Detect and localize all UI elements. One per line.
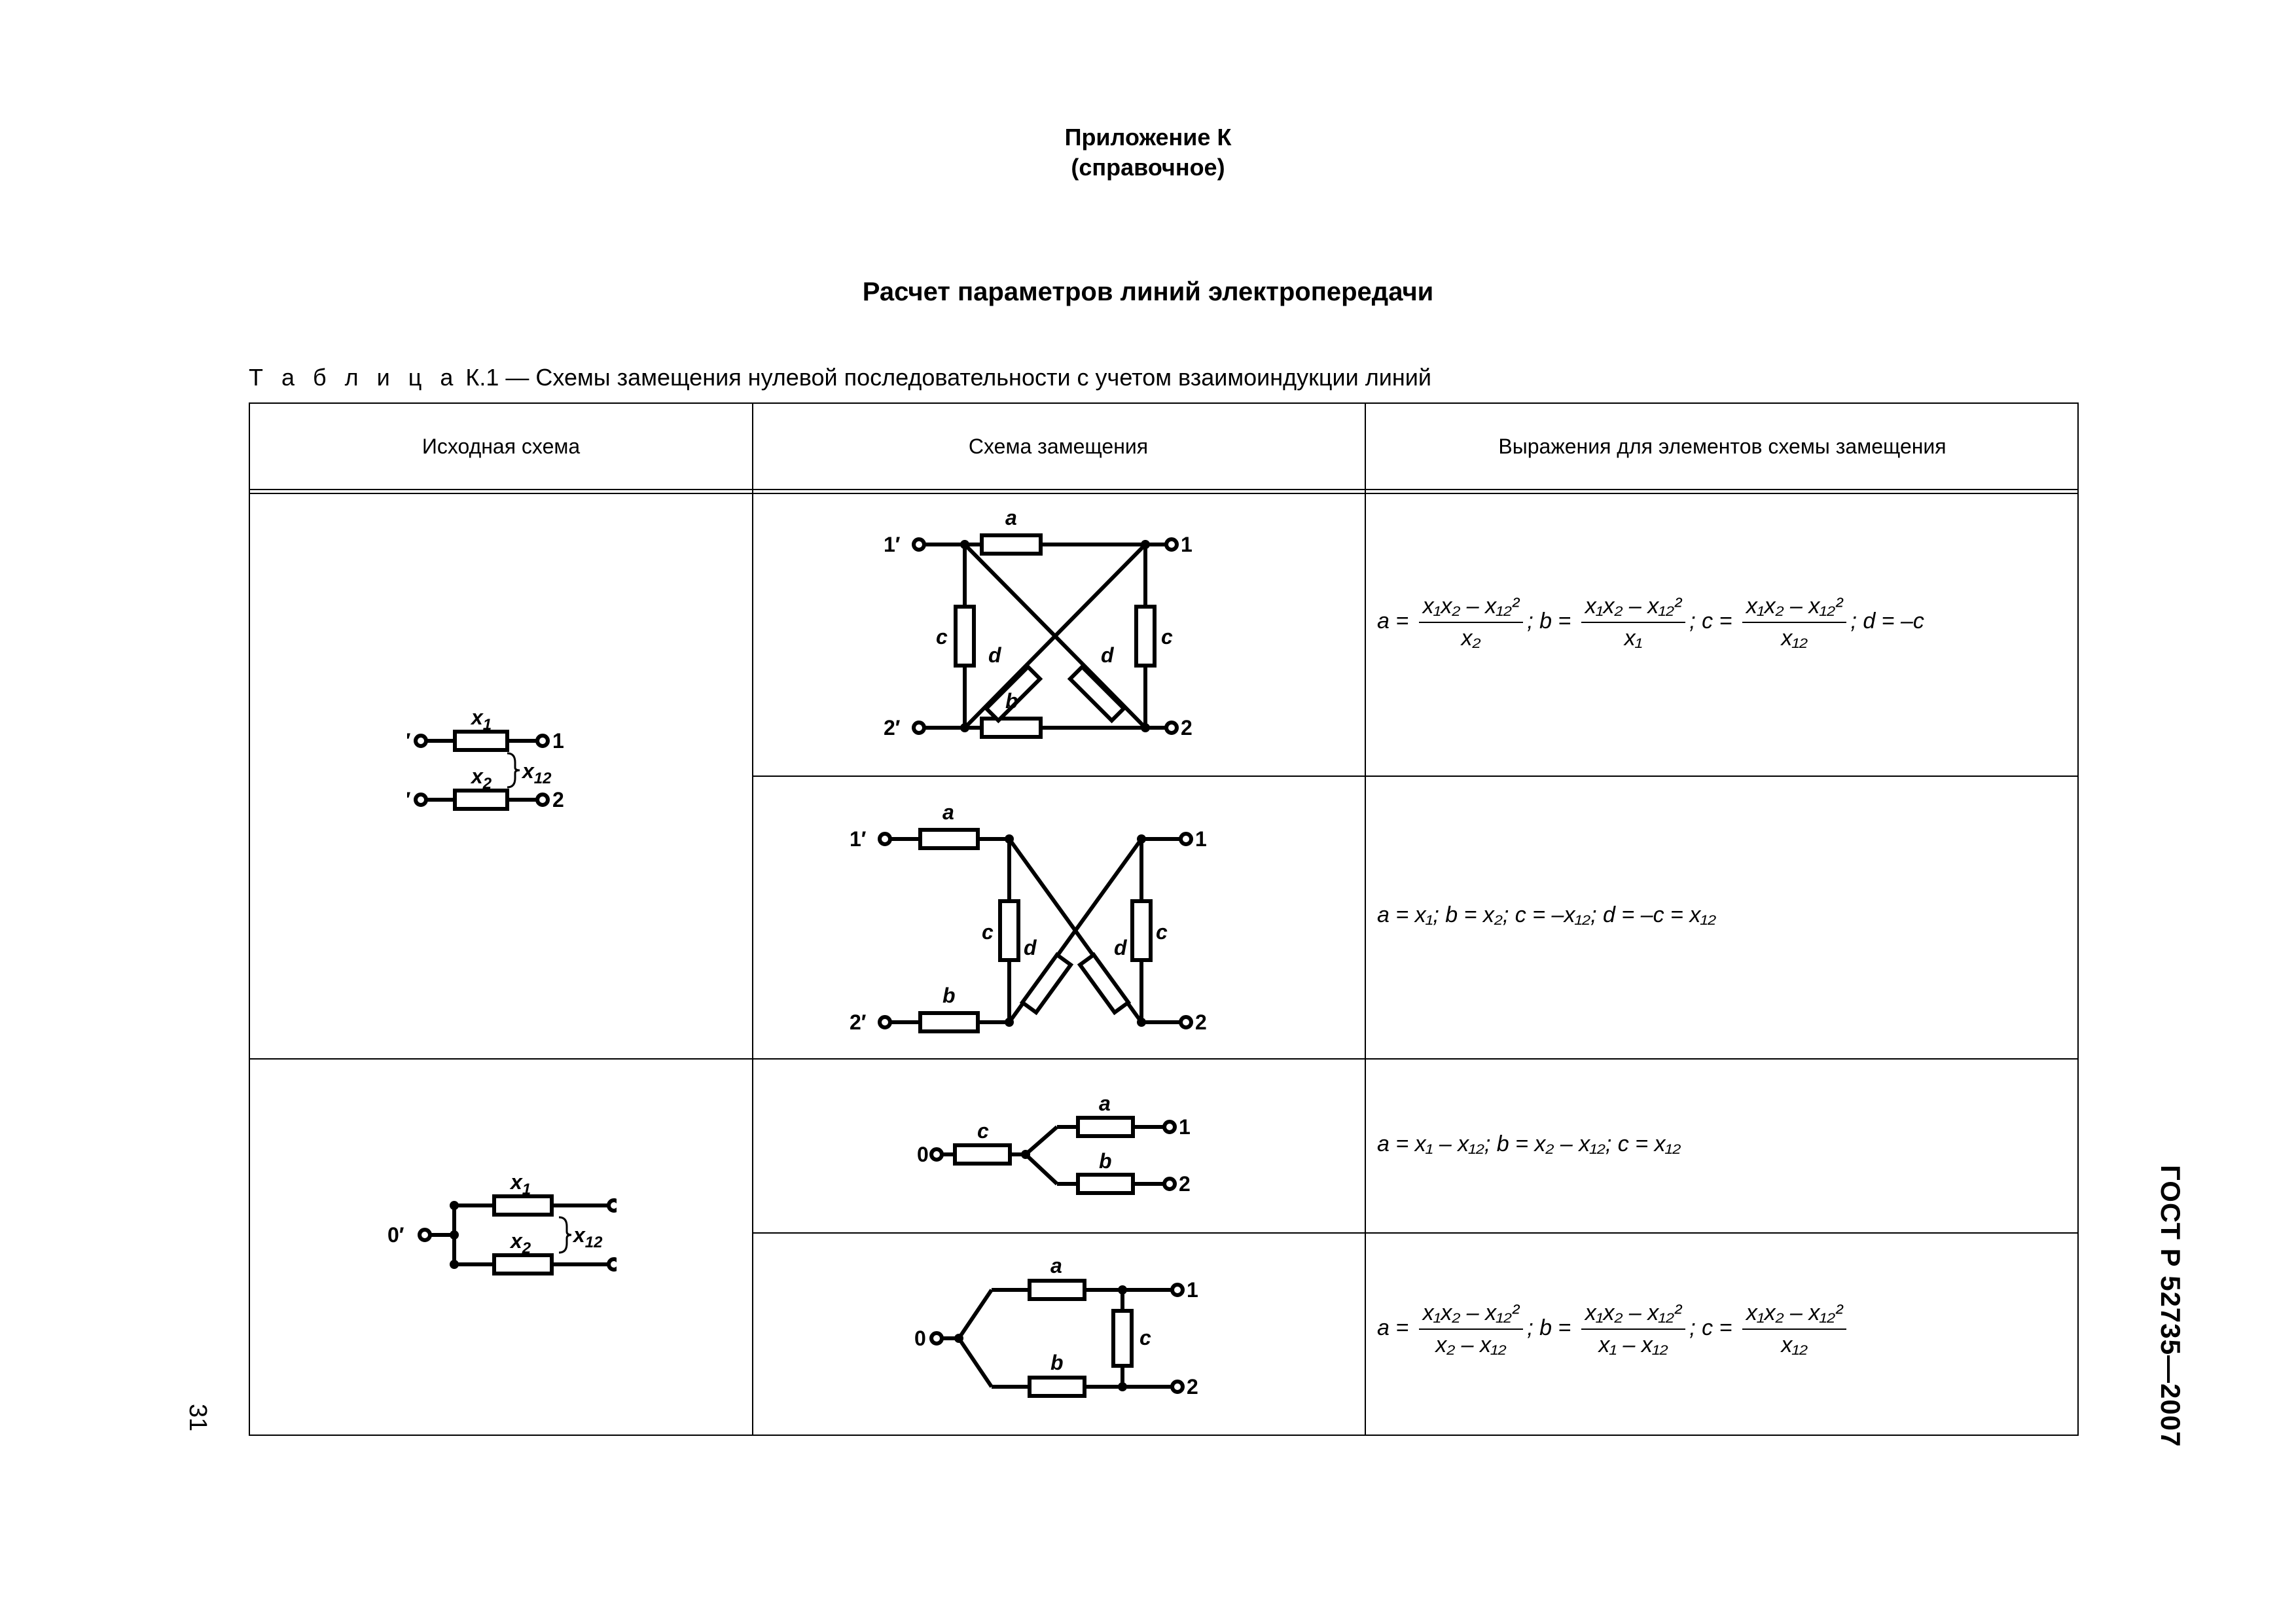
table-row-line [752, 1232, 2077, 1234]
element-label-a: a [1050, 1254, 1062, 1277]
terminal-label: 1 [1181, 533, 1193, 556]
appendix-title: Приложение К [1064, 124, 1232, 151]
element-label-d: d [1114, 936, 1128, 959]
terminal-label: 2 [1187, 1375, 1198, 1399]
page-number: 31 [184, 1404, 211, 1432]
element-label-c: c [936, 625, 948, 649]
terminal-label: 0′ [387, 1223, 404, 1247]
column-header-expressions: Выражения для элементов схемы замещения [1498, 434, 1946, 458]
terminal-label: 1 [552, 729, 564, 753]
expr-text: ; c = [1689, 1315, 1732, 1340]
table-row-line [250, 1058, 2077, 1060]
table-caption-text: К.1 — Схемы замещения нулевой последоват… [465, 364, 1431, 391]
expr-text: a = [1377, 1315, 1409, 1340]
terminal-label: 2 [1195, 1010, 1207, 1034]
expr-text: ; b = [1527, 608, 1571, 633]
table-row-line [752, 776, 2077, 777]
element-label-x12: x12 [572, 1223, 603, 1251]
element-label-b: b [942, 984, 956, 1007]
element-label-b: b [1099, 1149, 1112, 1173]
element-label-b: b [1050, 1351, 1064, 1374]
section-title: Расчет параметров линий электропередачи [862, 277, 1434, 306]
terminal-label: 2′ [850, 1010, 867, 1034]
element-label-a: a [942, 800, 954, 824]
source-scheme-common-node: 0′ 1 2 x1 x2 x12 [381, 1173, 617, 1304]
element-label-c: c [977, 1119, 989, 1143]
terminal-label: 1 [1179, 1115, 1191, 1139]
main-table: Исходная схема Схема замещения Выражения… [249, 402, 2079, 1436]
terminal-label: 1′ [407, 729, 411, 753]
element-label-x2: x2 [470, 764, 492, 793]
element-label-c: c [982, 920, 994, 944]
expr-text: ; d = –c [1850, 608, 1924, 633]
source-scheme-mutual-lines: 1′ 2′ 1 2 x1 x2 x12 [407, 705, 617, 823]
table-divider [1365, 404, 1366, 1435]
equivalent-scheme-star: 0 1 2 c a b [895, 1078, 1222, 1222]
terminal-label: 1 [1195, 827, 1207, 851]
terminal-label: 1′ [884, 533, 901, 556]
appendix-subtitle: (справочное) [1071, 154, 1225, 181]
expr-text: ; c = [1689, 608, 1732, 633]
terminal-label: 0 [917, 1143, 929, 1166]
element-label-x2: x2 [509, 1229, 531, 1257]
element-label-x12: x12 [521, 759, 552, 787]
expr-text: ; b = [1527, 1315, 1571, 1340]
terminal-label: 2′ [407, 788, 411, 812]
table-divider [752, 404, 753, 1435]
gost-code: ГОСТ Р 52735—2007 [2155, 1165, 2186, 1448]
element-label-x1: x1 [509, 1173, 531, 1198]
element-label-c: c [1156, 920, 1168, 944]
element-label-a: a [1099, 1092, 1111, 1115]
table-header-line [250, 493, 2077, 494]
terminal-label: 2 [1181, 716, 1193, 740]
element-label-c: c [1161, 625, 1173, 649]
element-label-d: d [988, 643, 1002, 667]
expression-crossed: a = x₁; b = x₂; c = –x₁₂; d = –c = x₁₂ [1377, 902, 1717, 927]
terminal-label: 2 [1179, 1172, 1191, 1196]
column-header-equivalent: Схема замещения [968, 434, 1149, 458]
element-label-b: b [1005, 689, 1018, 713]
equivalent-scheme-crossed: 1′ 2′ 1 2 a b c c d d [839, 783, 1232, 1058]
expr-text: a = [1377, 608, 1409, 633]
table-header-line [250, 489, 2077, 490]
expression-star: a = x₁ – x₁₂; b = x₂ – x₁₂; c = x₁₂ [1377, 1132, 1681, 1156]
equivalent-scheme-lattice: 1′ 2′ 1 2 a b c c d d [859, 499, 1225, 774]
terminal-label: 2′ [884, 716, 901, 740]
terminal-label: 1′ [850, 827, 867, 851]
element-label-x1: x1 [470, 705, 492, 734]
equivalent-scheme-bridge: 0 1 2 a b c [895, 1241, 1222, 1438]
terminal-label: 1 [1187, 1278, 1198, 1302]
terminal-label: 0 [914, 1327, 926, 1350]
table-caption-prefix: Т а б л и ц а [249, 364, 459, 391]
element-label-a: a [1005, 506, 1017, 529]
element-label-d: d [1101, 643, 1115, 667]
element-label-c: c [1139, 1326, 1151, 1349]
terminal-label: 2 [552, 788, 564, 812]
table-caption: Т а б л и ц а К.1 — Схемы замещения нуле… [249, 364, 1431, 391]
column-header-source: Исходная схема [422, 434, 581, 458]
element-label-d: d [1024, 936, 1037, 959]
